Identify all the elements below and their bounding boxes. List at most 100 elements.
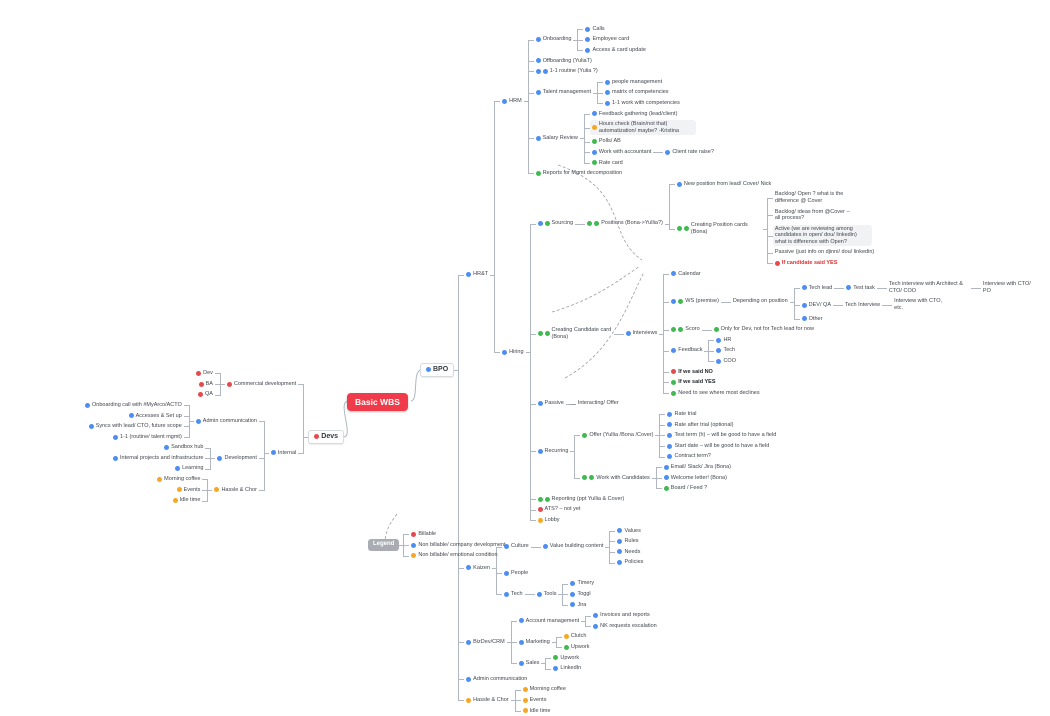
node-need-to-see-where-most-declines[interactable]: Need to see where most declines [669, 389, 761, 398]
node-marketing[interactable]: Marketing [517, 638, 552, 647]
node-people[interactable]: People [502, 569, 530, 578]
node-toggl[interactable]: Toggl [568, 590, 592, 599]
node-sales[interactable]: Sales [517, 659, 542, 668]
node-bizdev-crm[interactable]: BizDev/CRM [464, 638, 506, 647]
node-admin-communication[interactable]: Admin communication [464, 675, 529, 684]
node-calendar[interactable]: Calendar [669, 270, 702, 279]
node-internal[interactable]: Internal [269, 449, 298, 458]
node-tech[interactable]: Tech [502, 590, 525, 599]
node-welcome-letter-bona[interactable]: Welcome letter! (Bona) [662, 474, 729, 483]
node-calls[interactable]: Calls [583, 25, 606, 34]
node-test-task[interactable]: Test task [844, 284, 877, 293]
node-rate-after-trial-optional[interactable]: Rate after trial (optional) [665, 421, 735, 430]
node-creating-position-cards-bona[interactable]: Creating Position cards (Bona) [675, 221, 763, 236]
node-feedback-gathering-lead-client[interactable]: Feedback gathering (lead/client) [590, 110, 680, 119]
node-board-feed[interactable]: Board / Feed ? [662, 484, 709, 493]
node-work-with-accountant[interactable]: Work with accountant [590, 148, 653, 157]
node-offer-yullia-bona-cover[interactable]: Offer (Yullia /Bona /Cover) [580, 431, 655, 440]
node-sourcing[interactable]: Sourcing [536, 219, 576, 228]
node-upwork[interactable]: Upwork [551, 654, 581, 663]
node-matrix-of-competencies[interactable]: matrix of competencies [603, 88, 671, 97]
node-clutch[interactable]: Clutch [562, 632, 589, 641]
node-tech-lead[interactable]: Tech lead [800, 284, 835, 293]
node-polls-ab[interactable]: Polls/ AB [590, 137, 623, 146]
node-only-for-dev-not-for-tech-lead-for-now[interactable]: Only for Dev, not for Tech lead for now [712, 325, 816, 334]
node-values[interactable]: Values [615, 527, 642, 536]
node-rate-trial[interactable]: Rate trial [665, 410, 698, 419]
node-idle-time[interactable]: Idle time [171, 496, 203, 505]
node-tech[interactable]: Tech [714, 346, 737, 355]
node-interview-with-cto-etc[interactable]: Interview with CTO, etc. [892, 297, 946, 312]
node-hrm[interactable]: HRM [500, 97, 524, 106]
node-reporting-ppt-yullia-cover[interactable]: Reporting (ppt Yullia & Cover) [536, 495, 627, 504]
node-morning-coffee[interactable]: Morning coffee [155, 475, 202, 484]
node-coo[interactable]: COO [714, 357, 738, 366]
node-access-card-update[interactable]: Access & card update [583, 46, 648, 55]
node-billable[interactable]: Billable [409, 530, 438, 539]
node-culture[interactable]: Culture [502, 542, 531, 551]
node-people-management[interactable]: people management [603, 78, 664, 87]
node-tools[interactable]: Tools [535, 590, 559, 599]
node-upwork[interactable]: Upwork [562, 643, 592, 652]
node-accesses-set-up[interactable]: Accesses & Set up [127, 412, 184, 421]
node-backlog-ideas-from-cover-all-process[interactable]: Backlog/ ideas from @Cover – all process… [773, 208, 855, 223]
node-if-candidate-said-yes[interactable]: If candidate said YES [773, 259, 840, 268]
node-rate-card[interactable]: Rate card [590, 159, 625, 168]
node-depending-on-position[interactable]: Depending on position [731, 297, 790, 306]
node-passive[interactable]: Passive [536, 399, 566, 408]
node-client-rate-raise[interactable]: Client rate raise? [663, 148, 716, 157]
node-new-position-from-lead-cover-nick[interactable]: New position from lead/ Cover/ Nick [675, 180, 773, 189]
node-hassle-chor[interactable]: Hassle & Chor [464, 696, 510, 705]
node-talent-management[interactable]: Talent management [534, 88, 593, 97]
node-feedback[interactable]: Feedback [669, 346, 704, 355]
node-ba[interactable]: BA [197, 380, 215, 389]
node-bpo[interactable]: BPO [420, 362, 455, 378]
node-recurring[interactable]: Recurring [536, 447, 571, 456]
node-creating-candidate-card-bona[interactable]: Creating Candidate card (Bona) [536, 326, 614, 341]
node-value-building-content[interactable]: Value building content [541, 542, 606, 551]
node-policies[interactable]: Policies [615, 558, 645, 567]
node-ws-premise[interactable]: WS (premise) [669, 297, 721, 306]
node-events[interactable]: Events [521, 696, 549, 705]
node-devs[interactable]: Devs [308, 429, 344, 445]
node-interacting-offer[interactable]: Interacting/ Offer [576, 399, 621, 408]
node-lobby[interactable]: Lobby [536, 516, 562, 525]
node-non-billable-company-development[interactable]: Non billable/ company development [409, 541, 507, 550]
node-passive-just-info-on-djinni-dou-linkedin[interactable]: Passive (just info on djinni/ dou/ linke… [773, 248, 876, 257]
node-if-we-said-no[interactable]: If we said NO [669, 368, 715, 377]
node-needs[interactable]: Needs [615, 548, 642, 557]
node-idle-time[interactable]: Idle time [521, 707, 553, 716]
node-test-term-h-will-be-good-to-have-a-field[interactable]: Test term (h) – will be good to have a f… [665, 431, 778, 440]
node-hr[interactable]: HR [714, 336, 733, 345]
node-if-we-said-yes[interactable]: If we said YES [669, 378, 717, 387]
node-dev[interactable]: Dev [194, 369, 215, 378]
node-hassle-chor[interactable]: Hassle & Chor [212, 486, 258, 495]
central-topic[interactable]: Basic WBS [347, 393, 408, 412]
node-onboarding-call-with-myarco-acto[interactable]: Onboarding call with #MyArco/ACTO [83, 401, 184, 410]
node-dev-qa[interactable]: DEV/ QA [800, 301, 833, 310]
node-sandbox-hub[interactable]: Sandbox hub [162, 443, 205, 452]
node-1-1-routine-yulia[interactable]: 1-1 routine (Yulia ?) [534, 67, 600, 76]
node-events[interactable]: Events [175, 486, 203, 495]
node-hours-check-brain-not-that-automatization-[interactable]: Hours check (Brain/not that) automatizat… [589, 120, 696, 136]
node-contract-term[interactable]: Contract term? [665, 452, 712, 461]
node-invoices-and-reports[interactable]: Invoices and reports [591, 611, 652, 620]
node-ats-not-yet[interactable]: ATS? – not yet [536, 505, 583, 514]
node-salary-review[interactable]: Salary Review [534, 134, 580, 143]
node-1-1-work-with-competencies[interactable]: 1-1 work with competencies [603, 99, 682, 108]
node-employee-card[interactable]: Employee card [583, 35, 631, 44]
node-morning-coffee[interactable]: Morning coffee [521, 685, 568, 694]
node-start-date-will-be-good-to-have-a-field[interactable]: Start date – will be good to have a fiel… [665, 442, 771, 451]
node-development[interactable]: Development [215, 454, 258, 463]
node-jira[interactable]: Jira [568, 601, 588, 610]
node-email-slack-jira-bona[interactable]: Email/ Slack/ Jira (Bona) [662, 463, 733, 472]
node-commercial-development[interactable]: Commercial development [225, 380, 298, 389]
node-scoro[interactable]: Scoro [669, 325, 701, 334]
node-legend[interactable]: Legend [368, 539, 400, 551]
node-syncs-with-lead-cto-future-scope[interactable]: Syncs with lead/ CTO, future scope [87, 422, 184, 431]
node-kaizen[interactable]: Kaizen [464, 564, 492, 573]
node-tech-interview-with-architect-cto-coo[interactable]: Tech interview with Architect & CTO/ COO [887, 280, 971, 295]
node-offboarding-yuliat[interactable]: Offboarding (YuliaT) [534, 57, 594, 66]
node-positions-bona-yullia[interactable]: Positions (Bona->Yullia?) [585, 219, 665, 228]
node-interview-with-cto-po[interactable]: Interview with CTO/ PO [981, 280, 1035, 295]
